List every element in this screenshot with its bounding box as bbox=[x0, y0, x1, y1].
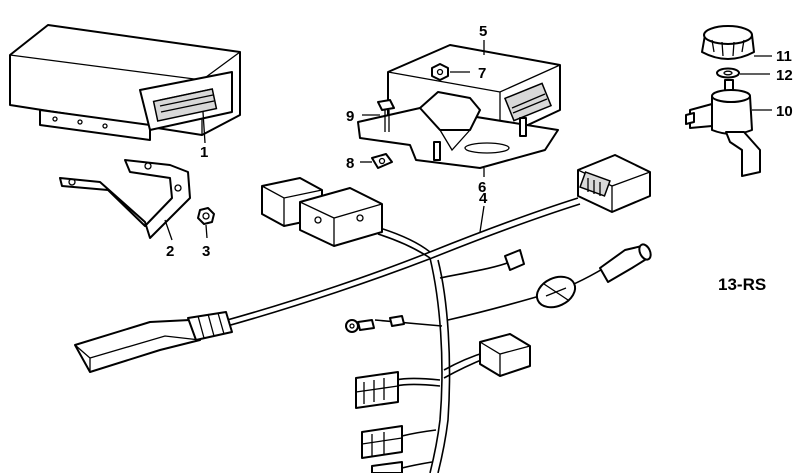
idle-adjuster-icon bbox=[685, 79, 761, 177]
diagram-reference-code: 13-RS bbox=[718, 275, 766, 294]
callout-7: 7 bbox=[478, 65, 486, 82]
callout-5: 5 bbox=[479, 23, 487, 40]
callout-9: 9 bbox=[346, 108, 354, 125]
hex-nut-icon bbox=[431, 63, 449, 81]
hex-bolt-icon bbox=[377, 99, 395, 132]
control-knob-icon bbox=[701, 25, 755, 60]
harness-lower-connector-c-icon bbox=[361, 425, 403, 459]
harness-main-connector-icon bbox=[577, 154, 651, 213]
callout-4: 4 bbox=[479, 190, 488, 207]
callout-8: 8 bbox=[346, 155, 354, 172]
wiring-harness-icon bbox=[219, 197, 621, 473]
callout-11: 11 bbox=[776, 48, 792, 65]
harness-multipin-connector-icon bbox=[261, 177, 383, 247]
callout-2: 2 bbox=[166, 243, 174, 260]
callout-12: 12 bbox=[776, 67, 793, 84]
leader-line-2 bbox=[164, 219, 173, 241]
callout-1: 1 bbox=[200, 144, 208, 161]
mounting-plate-icon bbox=[357, 91, 559, 169]
callout-3: 3 bbox=[202, 243, 210, 260]
lock-washer-icon bbox=[716, 67, 740, 79]
control-unit-icon bbox=[9, 24, 241, 141]
harness-round-plug-icon bbox=[535, 243, 652, 309]
harness-lower-connector-a-icon bbox=[479, 333, 531, 377]
callout-6: 6 bbox=[478, 179, 486, 196]
nut-icon bbox=[197, 207, 215, 225]
leader-line-4 bbox=[479, 205, 485, 233]
leader-line-3 bbox=[205, 224, 208, 239]
callout-10: 10 bbox=[776, 103, 793, 120]
leader-line-1 bbox=[202, 111, 206, 144]
harness-lower-connector-b-icon bbox=[355, 371, 399, 409]
mounting-bracket-icon bbox=[59, 159, 191, 239]
harness-lower-connector-d-icon bbox=[371, 461, 403, 473]
harness-sensor-plug-icon bbox=[74, 311, 233, 373]
washer-icon bbox=[371, 153, 393, 169]
